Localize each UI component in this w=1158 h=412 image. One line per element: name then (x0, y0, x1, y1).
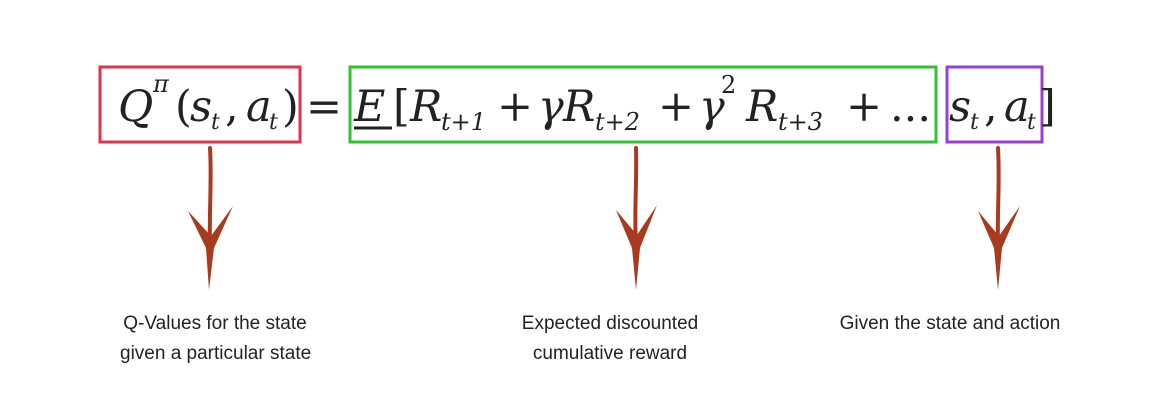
action-symbol-condition: a (1004, 82, 1030, 132)
expected-reward-caption-line-1: Expected discounted (521, 313, 699, 334)
q-value-arrowhead (188, 206, 233, 290)
q-value-arrow (188, 146, 233, 290)
plus-2: + (658, 82, 694, 132)
given-state-action-caption: Given the state and action (800, 309, 1100, 339)
q-value-arrow-shaft (207, 146, 213, 247)
reward-subscript-1: t+1 (441, 108, 486, 136)
condition-arrowhead (978, 206, 1020, 290)
expectation-arrowhead (616, 205, 657, 290)
action-subscript-q: t (269, 110, 278, 135)
close-bracket: ] (1039, 82, 1056, 132)
condition-arrow-shaft (995, 146, 1001, 247)
condition-arrow (978, 146, 1020, 290)
expected-reward-caption: Expected discounted cumulative reward (495, 309, 725, 369)
policy-superscript: π (152, 70, 170, 98)
ellipsis: ... (890, 82, 931, 132)
action-symbol-q: a (246, 82, 272, 132)
reward-symbol-2: R (562, 82, 595, 132)
expectation-arrow (616, 146, 657, 290)
q-symbol: Q (118, 82, 153, 132)
expected-reward-caption-line-2: cumulative reward (532, 343, 688, 364)
expectation-box (348, 65, 938, 144)
open-bracket: [ (393, 82, 410, 132)
state-subscript-condition: t (970, 110, 979, 135)
reward-subscript-3: t+3 (778, 108, 823, 136)
expectation-operator: E (353, 82, 385, 132)
state-symbol-q: s (190, 82, 212, 132)
q-values-caption-line-1: Q-Values for the state (123, 313, 307, 334)
gamma-square: 2 (721, 71, 736, 99)
reward-subscript-2: t+2 (595, 108, 640, 136)
q-values-caption-line-2: given a particular state (120, 343, 312, 364)
condition-box (945, 65, 1044, 144)
reward-symbol-1: R (409, 82, 442, 132)
gamma-1: γ (538, 82, 564, 132)
comma-q: , (225, 82, 239, 132)
q-value-box (98, 65, 302, 144)
comma-condition: , (984, 82, 998, 132)
state-subscript-q: t (211, 110, 220, 135)
equals-sign: = (306, 82, 342, 132)
given-state-action-caption-line-1: Given the state and action (839, 313, 1061, 334)
plus-1: + (497, 82, 533, 132)
plus-3: + (846, 82, 882, 132)
q-values-caption: Q-Values for the state given a particula… (120, 309, 312, 369)
action-subscript-condition: t (1027, 110, 1036, 135)
open-paren: ( (175, 82, 192, 132)
state-symbol-condition: s (949, 82, 971, 132)
reward-symbol-3: R (745, 82, 778, 132)
close-paren: ) (282, 82, 299, 132)
expectation-arrow-shaft (633, 146, 639, 247)
gamma-2: γ (699, 82, 725, 132)
